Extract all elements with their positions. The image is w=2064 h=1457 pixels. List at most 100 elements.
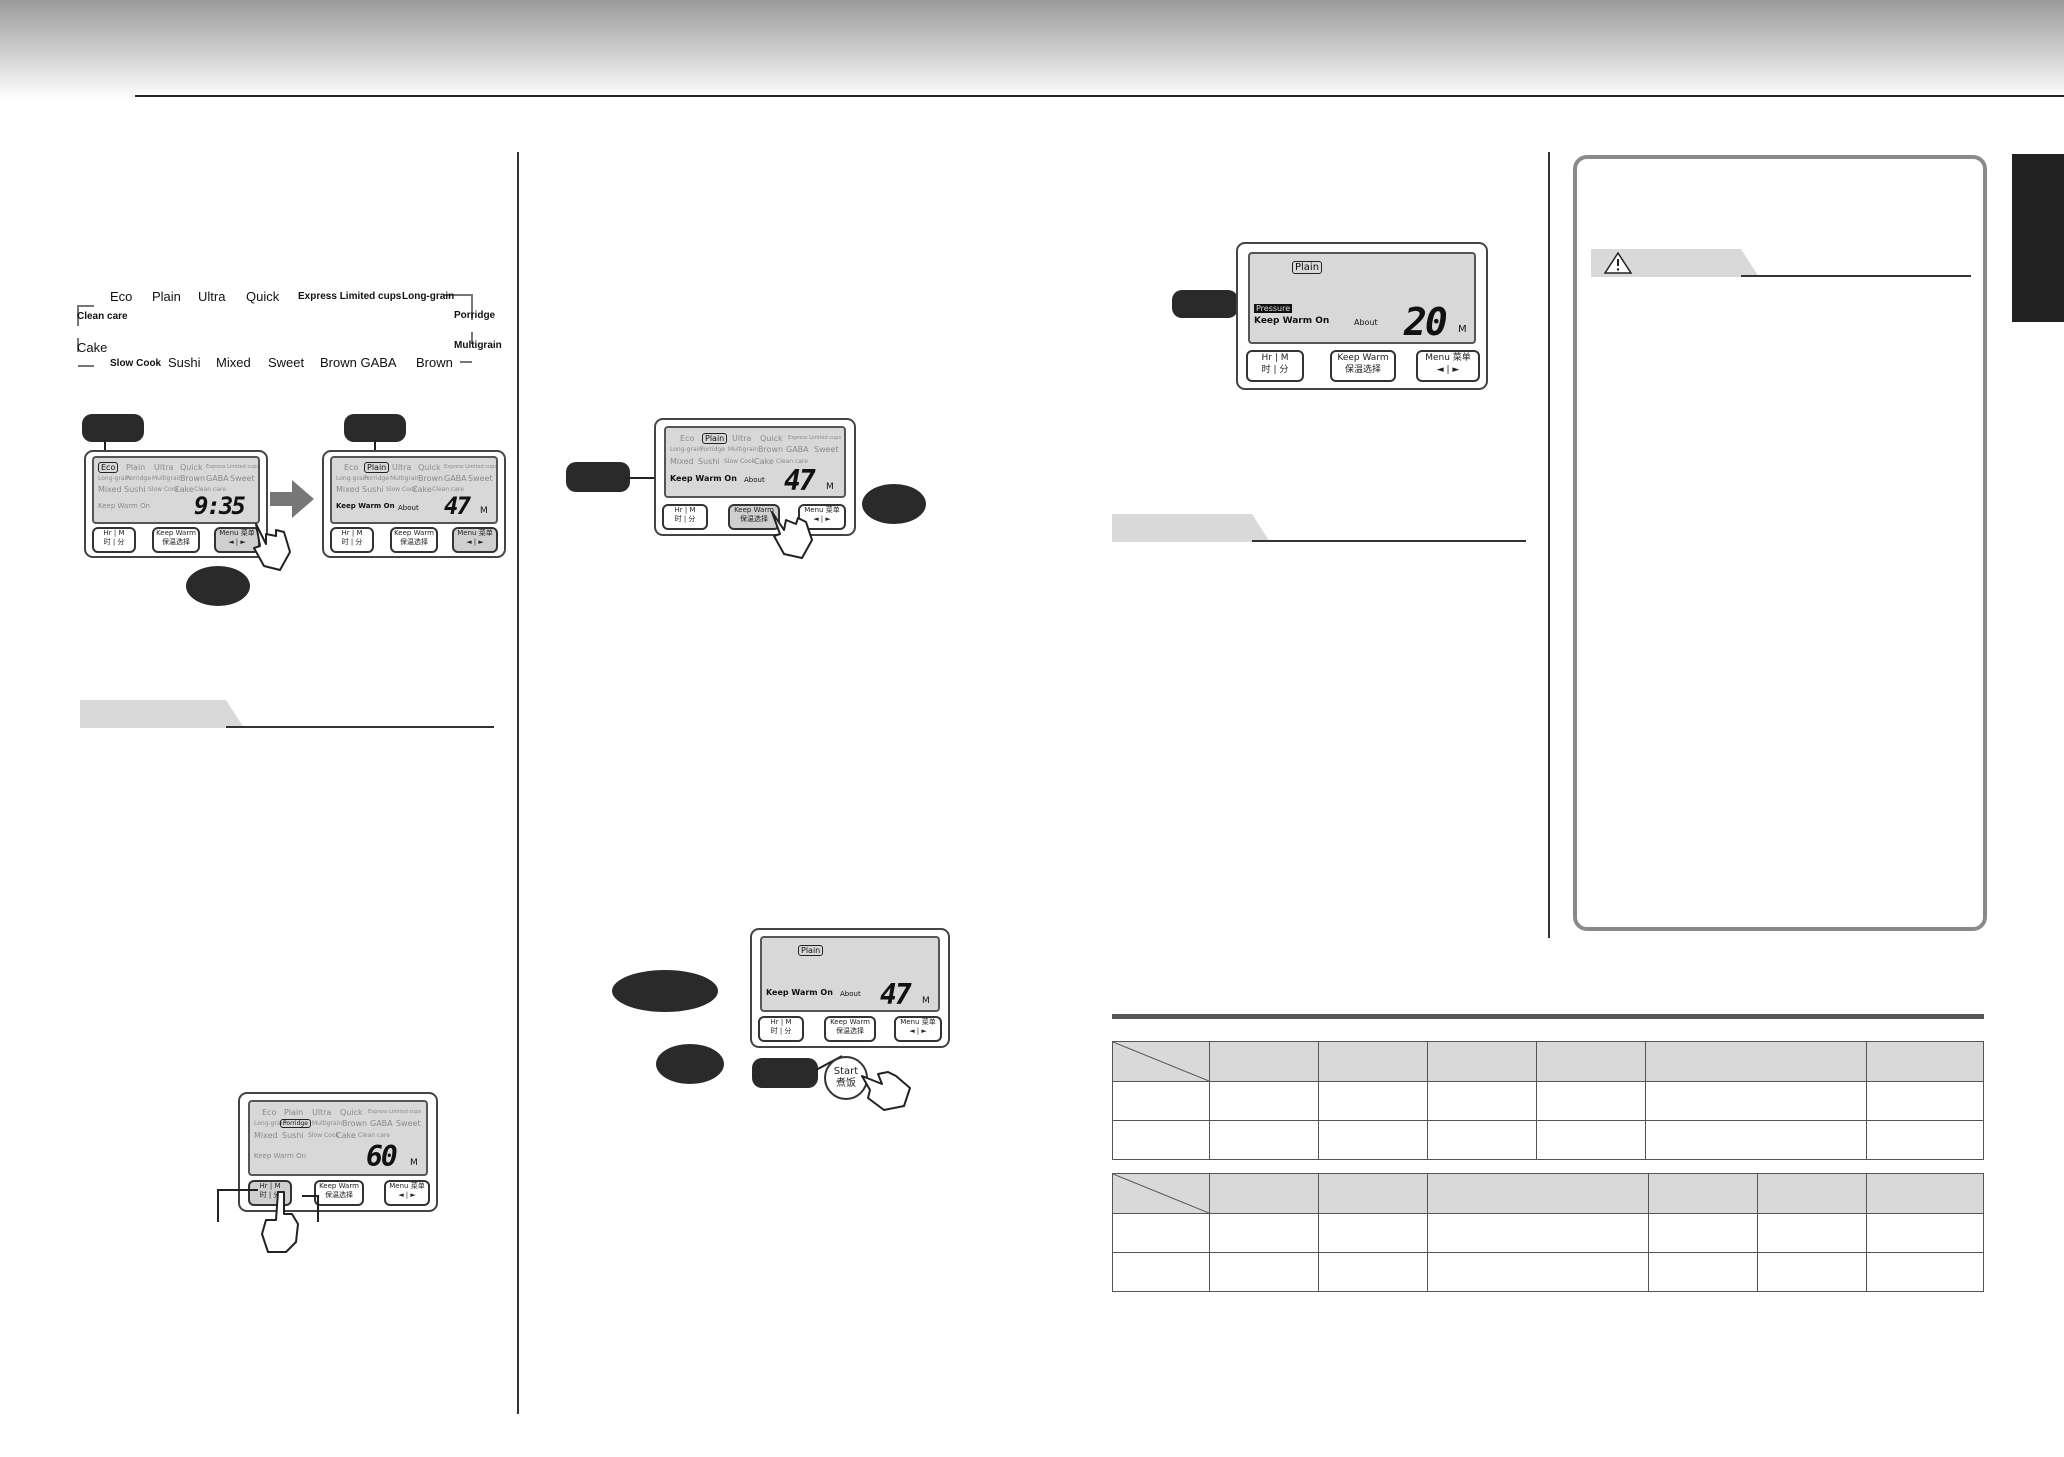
cycle-plain: Plain [152, 289, 181, 304]
press-bubble [186, 566, 250, 606]
lcd-porridge: Porridge [280, 1119, 311, 1128]
table-row [1112, 1120, 1984, 1160]
pointing-hand-icon [861, 1071, 911, 1111]
lcd-screen: Plain Pressure Keep Warm On About 20 M [1248, 252, 1476, 344]
lcd-gaba: GABA [786, 445, 809, 454]
lcd-sweet: Sweet [396, 1119, 421, 1128]
table-header-row [1112, 1173, 1984, 1214]
cycle-sweet: Sweet [268, 355, 305, 370]
step-label-start [752, 1058, 818, 1088]
cycle-express: Express Limited cups [298, 291, 402, 302]
caution-header [1591, 249, 1971, 277]
page-header-band [0, 0, 2064, 100]
pointing-hand-icon [253, 523, 291, 571]
lcd-keep-warm: Keep Warm On [766, 988, 833, 997]
lcd-clean-care: Clean care [776, 458, 808, 465]
lcd-sweet: Sweet [468, 474, 493, 483]
lcd-slow-cook: Slow Cook [724, 458, 755, 465]
lcd-multigrain: Multigrain [312, 1120, 343, 1127]
lcd-brown: Brown [180, 474, 206, 483]
warning-triangle-icon [1603, 251, 1633, 274]
control-panel-keep-warm: Eco Plain Ultra Quick Express Limited cu… [654, 418, 856, 536]
lcd-keep-warm: Keep Warm On [1254, 316, 1330, 326]
cycle-slow-cook: Slow Cook [110, 358, 162, 369]
lcd-gaba: GABA [370, 1119, 393, 1128]
cycle-brown-gaba: Brown GABA [320, 355, 397, 370]
lcd-express: Express Limited cups [788, 435, 842, 441]
section-header-right [1112, 514, 1526, 542]
lcd-cake: Cake [336, 1131, 356, 1140]
lcd-porridge: Porridge [126, 475, 151, 482]
pointing-hand-icon [261, 1191, 299, 1253]
column-divider-1 [517, 152, 519, 1414]
lcd-about: About [744, 476, 765, 484]
lcd-time-readout: 47 [784, 464, 816, 497]
lcd-sushi: Sushi [282, 1131, 304, 1140]
menu-button[interactable]: Menu 菜单◄ | ► [1416, 350, 1480, 382]
menu-button[interactable]: Menu 菜单◄ | ► [894, 1016, 942, 1042]
cycle-eco: Eco [110, 289, 133, 304]
lcd-plain: Plain [364, 462, 390, 473]
cycle-sushi: Sushi [168, 355, 201, 370]
lcd-ultra: Ultra [312, 1108, 332, 1117]
lcd-slow-cook: Slow Cook [148, 486, 179, 493]
lcd-express: Express Limited cups [368, 1109, 422, 1115]
lcd-clean-care: Clean care [432, 486, 464, 493]
lcd-about: About [398, 504, 419, 512]
menu-button[interactable]: Menu 菜单◄ | ► [384, 1180, 430, 1206]
lcd-sushi: Sushi [362, 485, 384, 494]
lcd-unit: M [480, 506, 488, 516]
callout-bubble [656, 1044, 724, 1084]
lcd-time-readout: 20 [1404, 300, 1448, 344]
column-divider-2 [1548, 152, 1550, 938]
lcd-cake: Cake [174, 485, 194, 494]
lcd-mixed: Mixed [98, 485, 122, 494]
hr-m-callout-lines [217, 1189, 319, 1222]
lcd-eco: Eco [98, 462, 119, 473]
press-bubble [862, 484, 926, 524]
lcd-ultra: Ultra [732, 434, 752, 443]
control-panel-pressure: Plain Pressure Keep Warm On About 20 M H… [1236, 242, 1488, 390]
lcd-unit: M [826, 482, 834, 492]
lcd-eco: Eco [344, 463, 359, 472]
control-panel-eco: Eco Plain Ultra Quick Express Limited cu… [84, 450, 268, 558]
lcd-long-grain: Long-grain [98, 475, 131, 482]
table-row [1112, 1081, 1984, 1121]
menu-cycle-diagram: Eco Plain Ultra Quick Express Limited cu… [72, 286, 502, 370]
lcd-eco: Eco [262, 1108, 277, 1117]
lcd-porridge: Porridge [364, 475, 389, 482]
lcd-screen: Eco Plain Ultra Quick Express Limited cu… [248, 1100, 428, 1176]
lcd-screen: Plain Keep Warm On About 47 M [760, 936, 940, 1012]
menu-button[interactable]: Menu 菜单◄ | ► [452, 527, 498, 553]
table-header-row [1112, 1041, 1984, 1082]
lcd-quick: Quick [340, 1108, 363, 1117]
control-panel-plain: Eco Plain Ultra Quick Express Limited cu… [322, 450, 506, 558]
lcd-multigrain: Multigrain [390, 475, 421, 482]
cycle-cake: Cake [77, 340, 108, 355]
lcd-multigrain: Multigrain [152, 475, 183, 482]
lcd-plain: Plain [798, 945, 824, 956]
lcd-unit: M [410, 1158, 418, 1168]
specs-table-2 [1112, 1173, 1984, 1292]
lcd-time-readout: 60 [366, 1140, 398, 1173]
lcd-multigrain: Multigrain [728, 446, 759, 453]
section-side-tab [2012, 154, 2064, 322]
lcd-plain: Plain [126, 463, 146, 472]
section-header-left [80, 700, 494, 728]
menu-button[interactable]: Menu 菜单◄ | ► [798, 504, 846, 530]
lcd-ultra: Ultra [154, 463, 174, 472]
step-label-1 [82, 414, 144, 442]
